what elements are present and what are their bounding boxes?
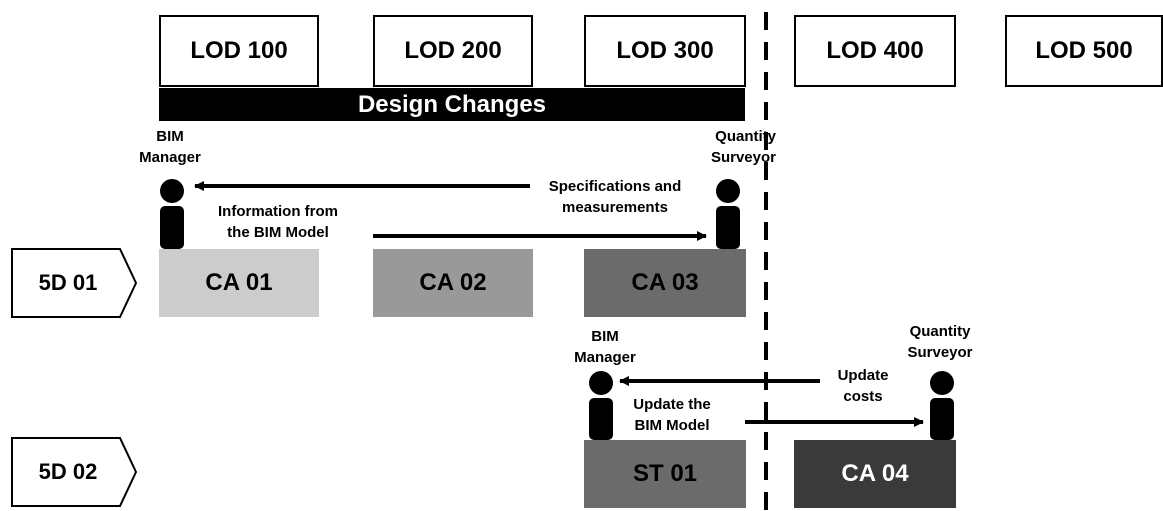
message-line: Information from <box>218 203 338 220</box>
role-line: Quantity <box>909 323 971 340</box>
lod-box-400: LOD 400 <box>794 15 956 87</box>
person-icon <box>589 371 613 440</box>
message-line: Specifications and <box>548 178 682 195</box>
message-specifications: Specifications and measurements <box>520 176 710 218</box>
activity-ca-02: CA 02 <box>373 249 533 317</box>
message-line: Update <box>837 367 889 384</box>
role-line: Surveyor <box>710 149 776 166</box>
activity-ca-04: CA 04 <box>794 440 956 508</box>
role-line: Manager <box>574 349 636 366</box>
lod-box-500: LOD 500 <box>1005 15 1163 87</box>
role-line: BIM <box>156 128 184 145</box>
role-line: Surveyor <box>907 344 973 361</box>
lod-box-100: LOD 100 <box>159 15 319 87</box>
message-line: measurements <box>562 199 668 216</box>
person-icon <box>930 371 954 440</box>
role-line: BIM <box>591 328 619 345</box>
role-quantity-surveyor-1: Quantity Surveyor <box>676 126 776 168</box>
message-line: costs <box>843 388 883 405</box>
row-2-arrow-shape <box>11 437 138 507</box>
person-icon <box>160 179 184 249</box>
person-icon <box>716 179 740 249</box>
role-quantity-surveyor-2: Quantity Surveyor <box>890 321 990 363</box>
message-line: Update the <box>633 396 711 413</box>
message-line: BIM Model <box>634 417 710 434</box>
message-update-costs: Update costs <box>818 365 908 407</box>
message-information: Information from the BIM Model <box>188 201 368 243</box>
row-label-5d-01: 5D 01 <box>38 270 98 295</box>
role-bim-manager-2: BIM Manager <box>555 326 655 368</box>
role-line: Manager <box>139 149 201 166</box>
design-changes-banner: Design Changes <box>159 88 745 121</box>
role-bim-manager-1: BIM Manager <box>120 126 220 168</box>
message-update-model: Update the BIM Model <box>612 394 732 436</box>
row-1-arrow-shape <box>11 248 138 318</box>
activity-st-01: ST 01 <box>584 440 746 508</box>
row-label-5d-02: 5D 02 <box>38 459 98 484</box>
activity-ca-03: CA 03 <box>584 249 746 317</box>
activity-ca-01: CA 01 <box>159 249 319 317</box>
lod-box-200: LOD 200 <box>373 15 533 87</box>
role-line: Quantity <box>715 128 776 145</box>
lod-box-300: LOD 300 <box>584 15 746 87</box>
message-line: the BIM Model <box>227 224 329 241</box>
